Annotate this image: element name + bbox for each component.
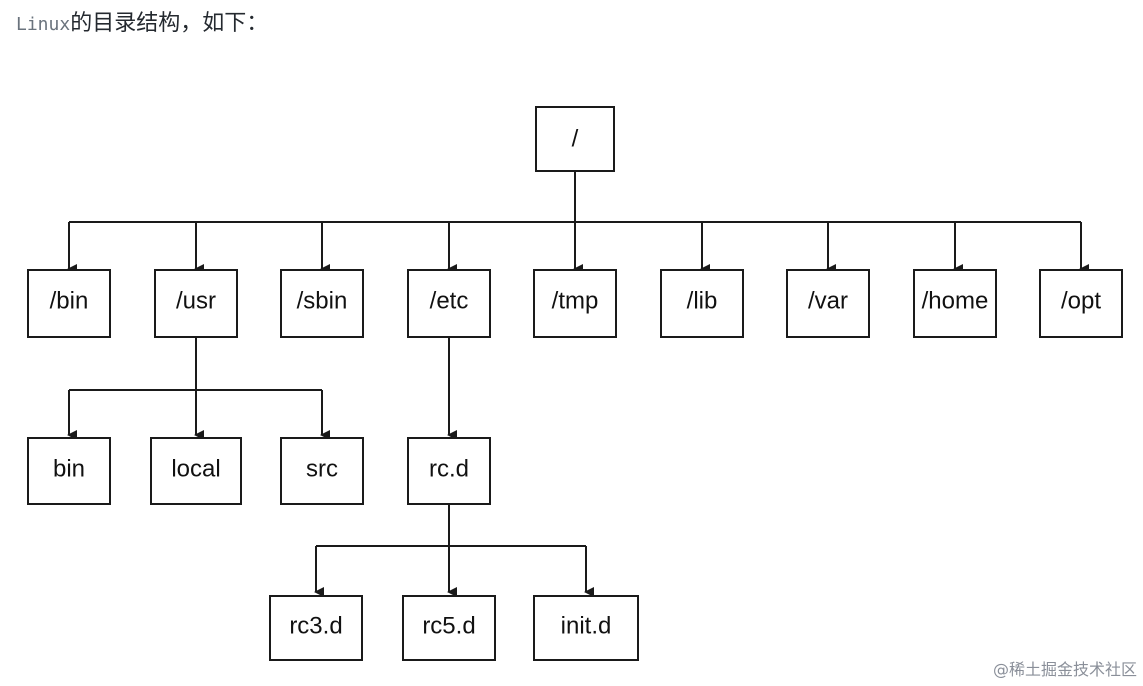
node-label: local bbox=[171, 455, 220, 482]
node-sbin-dir: /sbin bbox=[280, 269, 364, 338]
node-var-dir: /var bbox=[786, 269, 870, 338]
node-rc-d: rc.d bbox=[407, 437, 491, 505]
node-root: / bbox=[535, 106, 615, 172]
node-usr-local: local bbox=[150, 437, 242, 505]
node-label: rc3.d bbox=[289, 612, 342, 639]
node-init-d: init.d bbox=[533, 595, 639, 661]
node-bin-dir: /bin bbox=[27, 269, 111, 338]
node-usr-bin: bin bbox=[27, 437, 111, 505]
intro-line: Linux的目录结构，如下： bbox=[16, 8, 268, 40]
inline-code: Linux bbox=[16, 14, 71, 35]
node-rc5-d: rc5.d bbox=[402, 595, 496, 661]
node-label: /sbin bbox=[297, 287, 348, 314]
node-usr-src: src bbox=[280, 437, 364, 505]
node-etc-dir: /etc bbox=[407, 269, 491, 338]
node-opt-dir: /opt bbox=[1039, 269, 1123, 338]
node-label: /opt bbox=[1061, 287, 1101, 314]
node-label: /bin bbox=[50, 287, 89, 314]
intro-text: 的目录结构，如下： bbox=[70, 11, 269, 36]
node-label: /tmp bbox=[552, 287, 599, 314]
node-label: rc.d bbox=[429, 455, 469, 482]
node-label: bin bbox=[53, 455, 85, 482]
node-rc3-d: rc3.d bbox=[269, 595, 363, 661]
edges-rcd bbox=[314, 504, 594, 597]
edges-usr bbox=[67, 338, 330, 440]
node-label: /etc bbox=[430, 287, 469, 314]
node-label: src bbox=[306, 455, 338, 482]
node-label: / bbox=[572, 125, 579, 152]
node-usr-dir: /usr bbox=[154, 269, 238, 338]
node-label: /lib bbox=[687, 287, 718, 314]
node-label: init.d bbox=[561, 612, 612, 639]
node-home-dir: /home bbox=[913, 269, 997, 338]
node-lib-dir: /lib bbox=[660, 269, 744, 338]
watermark: @稀土掘金技术社区 bbox=[992, 660, 1137, 679]
node-tmp-dir: /tmp bbox=[533, 269, 617, 338]
node-label: rc5.d bbox=[422, 612, 475, 639]
node-label: /home bbox=[922, 287, 989, 314]
node-label: /var bbox=[808, 287, 848, 314]
node-label: /usr bbox=[176, 287, 216, 314]
edges-root bbox=[67, 171, 1089, 274]
